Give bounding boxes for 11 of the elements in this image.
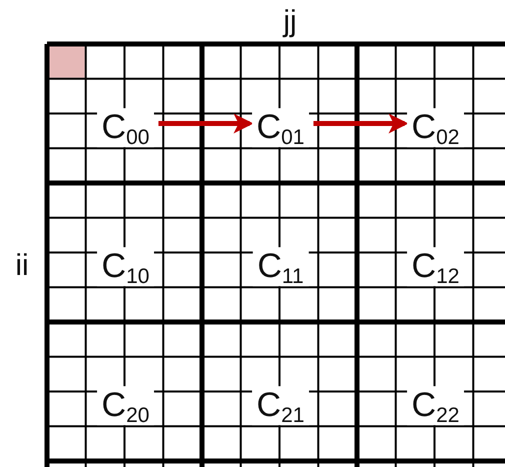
- block-label: C$_{20}$: [96, 386, 154, 426]
- block-label: C$_{11}$: [252, 246, 309, 286]
- arrow: [158, 114, 254, 134]
- block-label: C$_{12}$: [406, 246, 464, 286]
- arrow: [313, 114, 409, 134]
- block-label: C$_{10}$: [96, 246, 154, 286]
- block-label: C$_{22}$: [406, 386, 464, 426]
- block-label: C$_{00}$: [96, 108, 154, 148]
- block-label: C$_{02}$: [406, 108, 464, 148]
- block-label: C$_{01}$: [252, 108, 310, 148]
- block-label: C$_{21}$: [252, 386, 310, 426]
